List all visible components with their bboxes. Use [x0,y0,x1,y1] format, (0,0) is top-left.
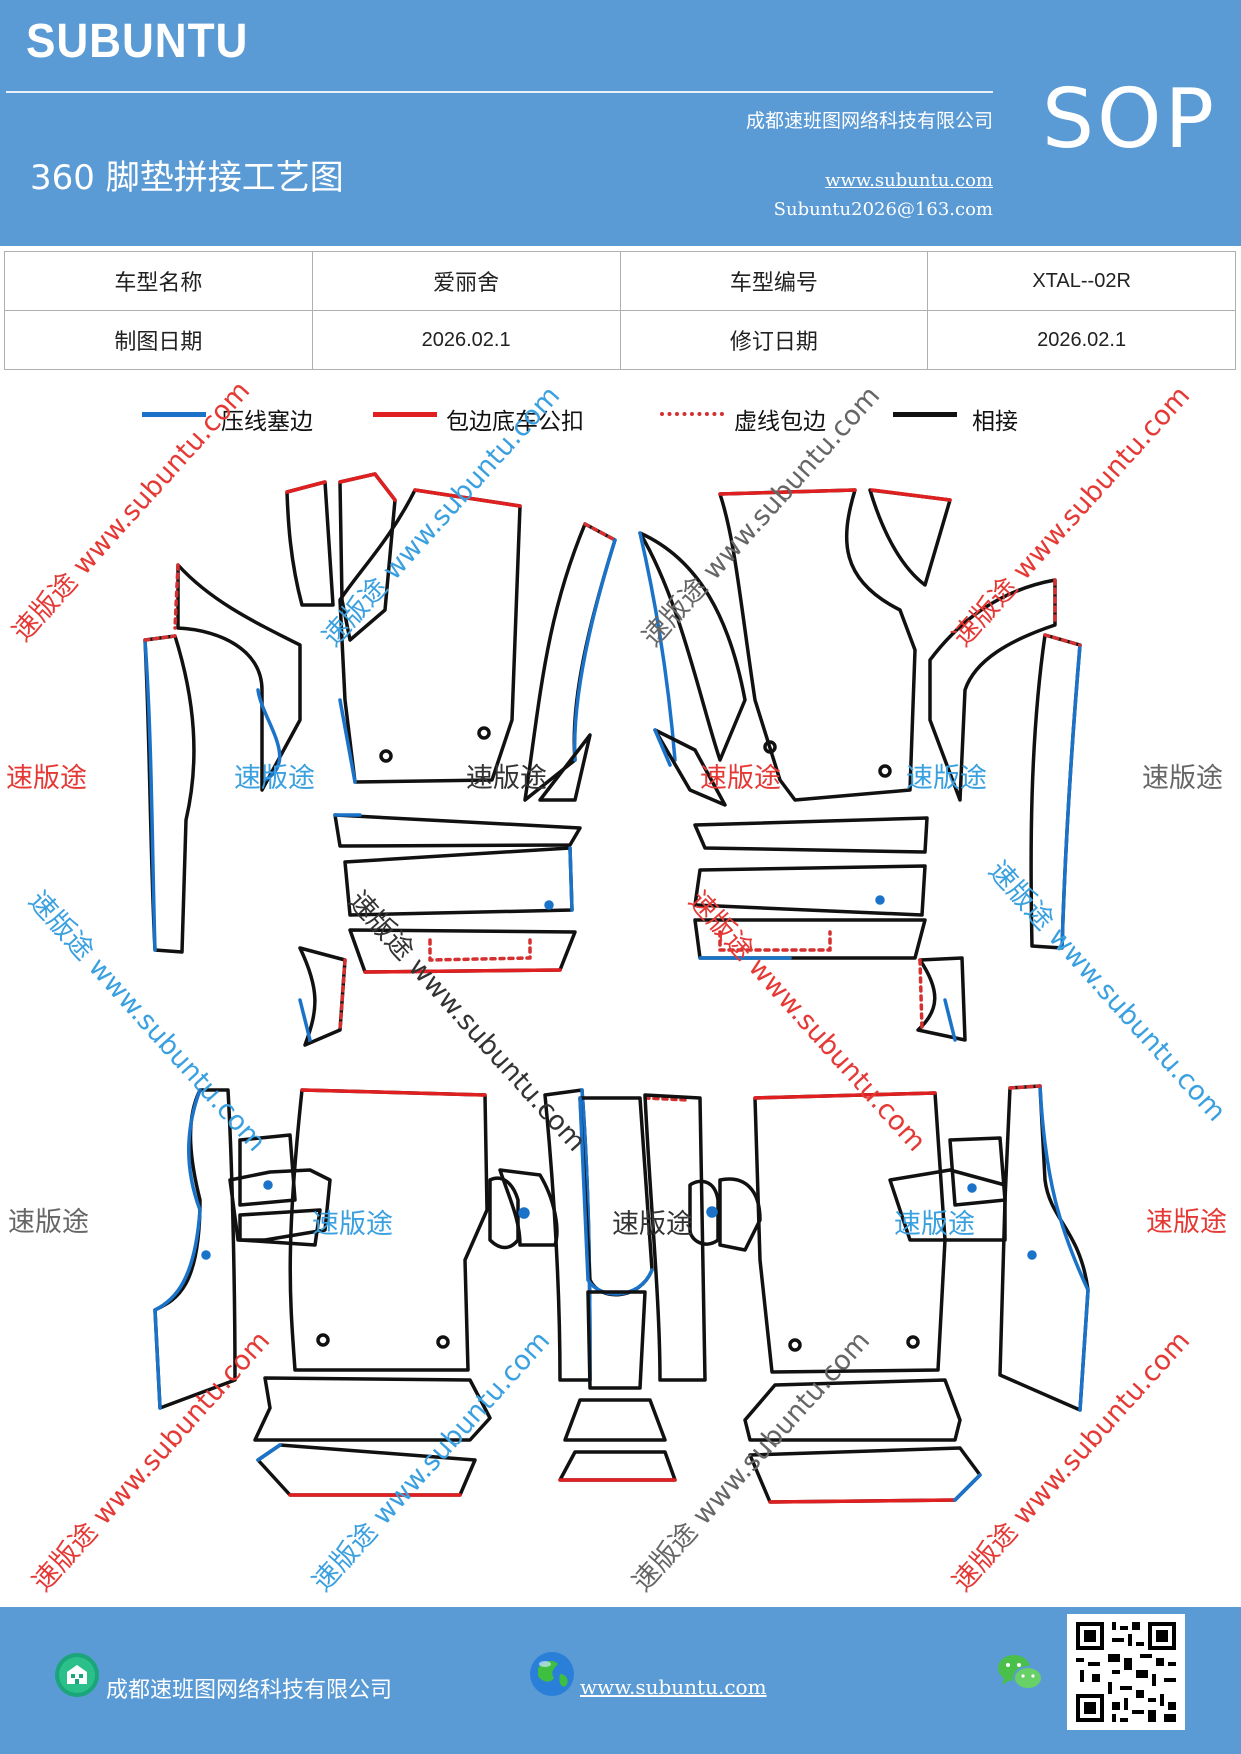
document-title: 360 脚垫拼接工艺图 [30,158,344,198]
footer-company: 成都速班图网络科技有限公司 [106,1678,393,1703]
mat-piece-group-center [558,1096,690,1482]
header-divider [6,91,993,93]
watermark: 速版途 [700,763,781,794]
wechat-icon [998,1655,1043,1690]
legend-label: 虚线包边 [734,409,826,435]
brand-logo: SUBUNTU [26,15,249,68]
building-icon [55,1653,99,1697]
header-company: 成都速班图网络科技有限公司 [745,110,993,132]
table-row: 车型名称 爱丽舍 车型编号 XTAL--02R [4,251,1236,311]
mat-piece-group-bottom-left [153,1088,592,1497]
watermark: 速版途 [1142,763,1223,794]
legend-label: 压线塞边 [221,409,313,435]
watermark: 速版途 [312,1209,393,1240]
qr-code [1067,1614,1185,1730]
legend-label: 相接 [972,409,1018,435]
legend-label: 包边底车公扣 [446,409,584,435]
table-cell: XTAL--02R [927,251,1236,311]
table-cell: 2026.02.1 [927,310,1236,370]
watermark: 速版途 [234,763,315,794]
legend-swatch-dashed [660,412,724,416]
watermark: 速版途 [612,1209,693,1240]
qr-code-pattern [1068,1614,1184,1730]
header-banner [0,0,1241,246]
globe-icon [530,1652,574,1696]
vehicle-info-table: 车型名称 爱丽舍 车型编号 XTAL--02R 制图日期 2026.02.1 修… [4,251,1236,370]
legend-swatch-black [893,412,957,417]
footer-website-link[interactable]: www.subuntu.com [580,1675,767,1699]
watermark: 速版途 [8,1207,89,1238]
table-cell: 修订日期 [619,310,929,370]
header-website-link[interactable]: www.subuntu.com [825,170,993,191]
table-cell: 爱丽舍 [311,251,621,311]
watermark: 速版途 [6,763,87,794]
table-cell: 车型编号 [619,251,929,311]
watermark: 速版途 [466,763,547,794]
mat-piece-group-top-left [143,472,617,1047]
table-cell: 2026.02.1 [311,310,621,370]
mat-piece-group-bottom-right [643,1084,1090,1504]
watermark: 速版途 [894,1209,975,1240]
table-cell: 制图日期 [4,310,313,370]
table-cell: 车型名称 [4,251,313,311]
table-row: 制图日期 2026.02.1 修订日期 2026.02.1 [4,310,1236,370]
header-email[interactable]: Subuntu2026@163.com [773,199,993,220]
watermark: 速版途 [1146,1207,1227,1238]
legend-swatch-blue [142,412,206,417]
mat-piece-group-top-right [638,488,1082,1042]
sop-badge: SOP [1042,72,1218,167]
legend-swatch-red [373,412,437,417]
watermark: 速版途 [906,763,987,794]
